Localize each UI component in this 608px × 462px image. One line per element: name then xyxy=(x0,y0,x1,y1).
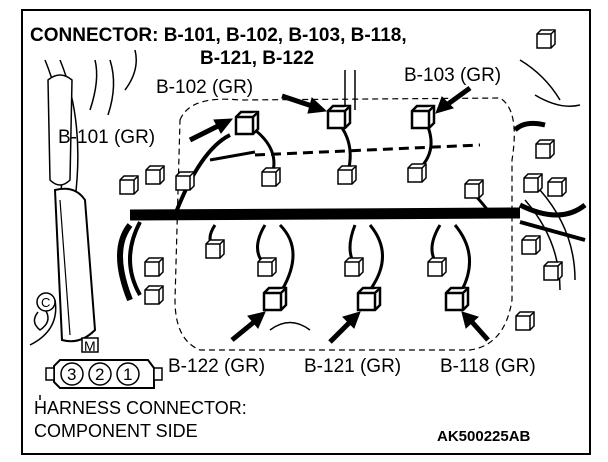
connector-b121[interactable] xyxy=(356,286,382,312)
label-b118: B-118 (GR) xyxy=(440,356,536,377)
label-b121: B-121 (GR) xyxy=(304,356,401,377)
minor-connector xyxy=(145,165,165,185)
header-line1: CONNECTOR: B-101, B-102, B-103, B-118, xyxy=(30,25,407,46)
minor-connector xyxy=(337,165,357,185)
arrow-b121 xyxy=(328,311,361,344)
pin-2-label: 2 xyxy=(95,365,104,384)
footer-line1: HARNESS CONNECTOR: xyxy=(34,398,247,418)
minor-connector xyxy=(119,175,139,195)
arrow-b122 xyxy=(230,311,266,342)
connector-key: M xyxy=(84,338,96,354)
arrow-b103 xyxy=(435,85,472,114)
minor-connector xyxy=(521,235,541,255)
pin-3 xyxy=(60,362,84,386)
pointer-arrows xyxy=(188,85,490,344)
minor-connector xyxy=(261,167,281,187)
minor-connector xyxy=(515,311,535,331)
label-b103: B-103 (GR) xyxy=(404,65,501,86)
header-line2: B-121, B-122 xyxy=(200,48,314,69)
minor-connector xyxy=(535,139,555,159)
connector-b103-left[interactable] xyxy=(326,104,352,130)
pin-2 xyxy=(88,362,112,386)
figure-code: AK500225AB xyxy=(437,428,531,445)
pin-1-label: 1 xyxy=(123,365,132,384)
minor-connector xyxy=(536,29,556,49)
label-b102: B-102 (GR) xyxy=(156,77,253,98)
arrow-b101 xyxy=(188,118,234,143)
pin-1 xyxy=(116,362,140,386)
ground-terminal: C xyxy=(33,292,56,331)
minor-connectors xyxy=(119,29,567,331)
harness-connector-face: M 3 2 1 xyxy=(45,337,163,389)
ground-mark: C xyxy=(41,295,50,310)
minor-connector xyxy=(523,173,543,193)
connector-b122[interactable] xyxy=(262,286,288,312)
minor-connector xyxy=(257,257,277,277)
connector-b118[interactable] xyxy=(444,286,470,312)
label-b101: B-101 (GR) xyxy=(58,127,155,148)
connector-b102[interactable] xyxy=(234,110,260,136)
footer-line2: COMPONENT SIDE xyxy=(34,421,198,441)
arrow-b118 xyxy=(461,311,490,342)
main-harness xyxy=(117,120,587,302)
minor-connector xyxy=(543,261,563,281)
minor-connector xyxy=(407,163,427,183)
minor-connector xyxy=(144,285,164,305)
minor-connector xyxy=(344,257,364,277)
label-b122: B-122 (GR) xyxy=(168,356,265,377)
arrow-b102 xyxy=(281,93,328,114)
minor-connector xyxy=(175,171,195,191)
minor-connector xyxy=(427,257,447,277)
pin-3-label: 3 xyxy=(67,365,76,384)
left-hose xyxy=(47,74,97,343)
connector-b103[interactable] xyxy=(410,104,436,130)
minor-connector xyxy=(144,257,164,277)
diagram-frame xyxy=(21,9,591,455)
minor-connector xyxy=(547,177,567,197)
minor-connector xyxy=(205,239,225,259)
minor-connector xyxy=(464,179,484,199)
engine-outline xyxy=(174,97,515,351)
